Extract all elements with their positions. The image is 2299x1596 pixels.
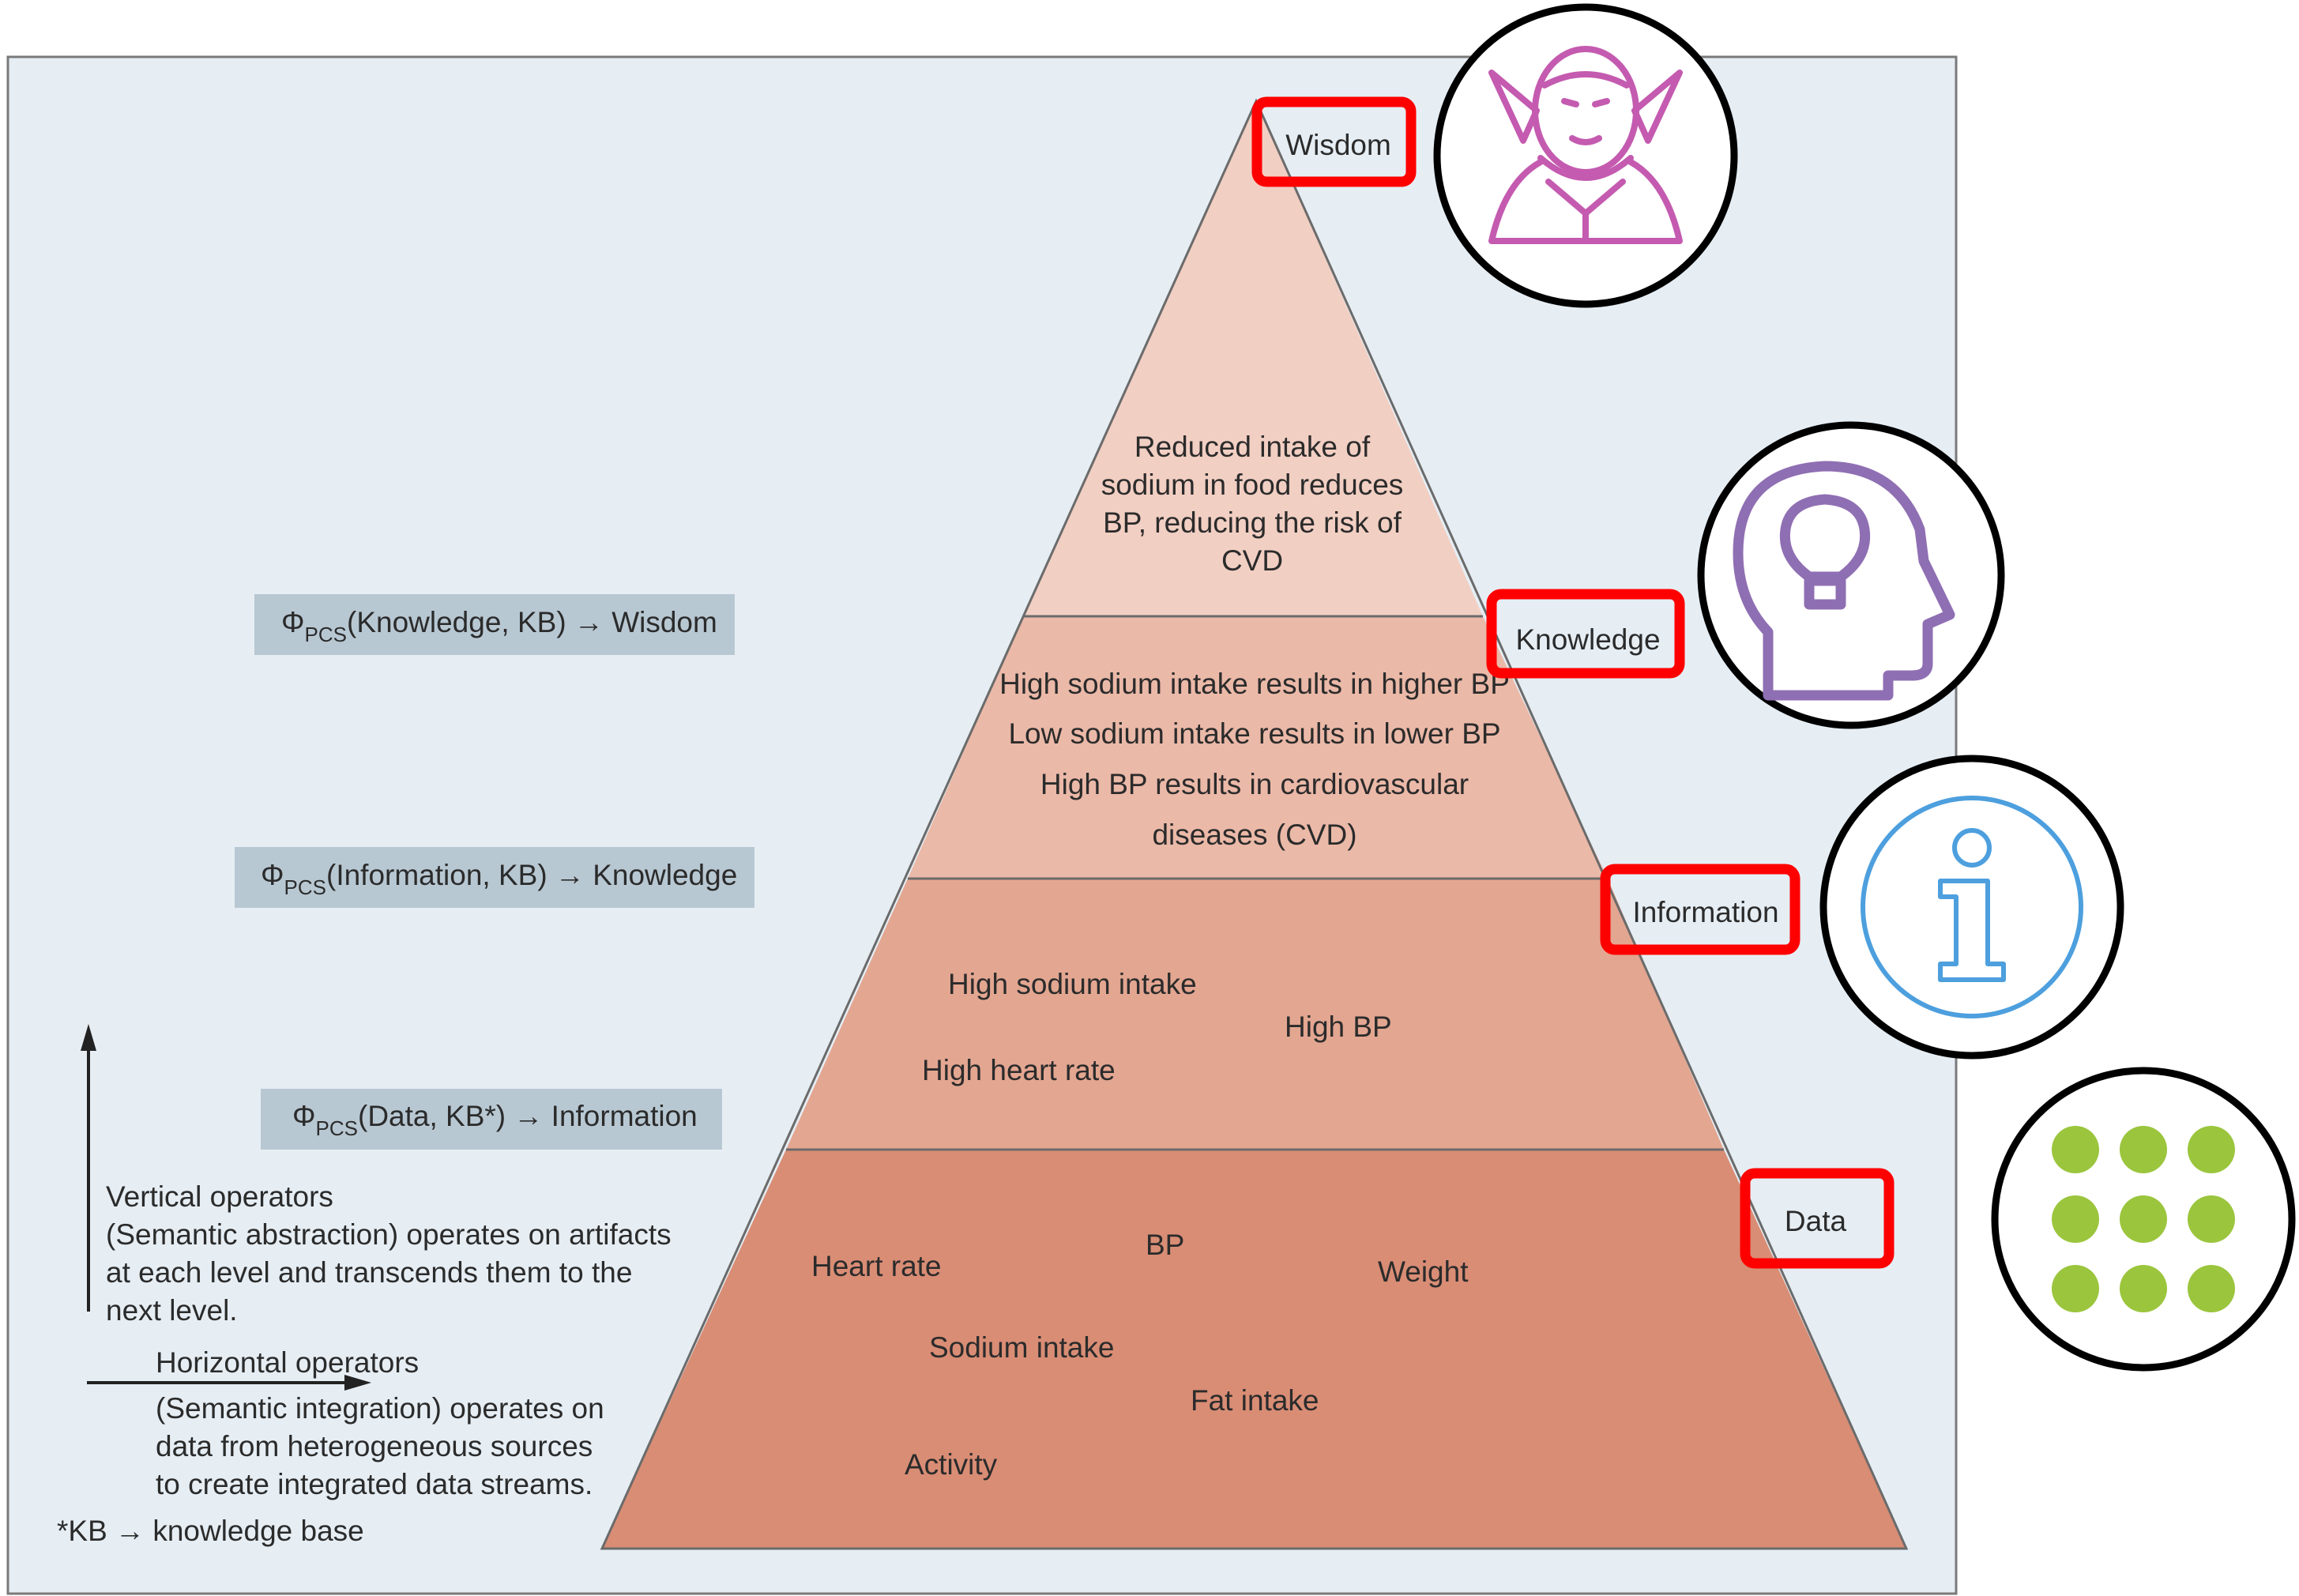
legend-vertical-line: next level. [106, 1294, 238, 1327]
pyramid-outline [600, 98, 1909, 1550]
horizontal-arrowhead [344, 1375, 371, 1391]
head-lightbulb-icon [1697, 421, 2005, 729]
tier-wisdom [1023, 101, 1483, 616]
legend-horizontal-line: data from heterogeneous sources [156, 1430, 593, 1462]
level-label-information: Information [1632, 896, 1778, 928]
wisdom-line: BP, reducing the risk of [1103, 506, 1402, 539]
data-highlight-box [1740, 1168, 1895, 1269]
wisdom-line: sodium in food reduces [1101, 469, 1404, 501]
level-label-knowledge: Knowledge [1515, 623, 1660, 656]
information-item: High heart rate [922, 1054, 1116, 1086]
knowledge-line: High sodium intake results in higher BP [999, 668, 1510, 700]
info-icon [1819, 755, 2124, 1060]
wisdom-highlight-box [1251, 96, 1417, 187]
data-item: Fat intake [1191, 1384, 1319, 1417]
operator-data-information: ΦPCS(Data, KB*) → Information [292, 1100, 698, 1140]
information-item: High sodium intake [948, 968, 1197, 1000]
tier-knowledge [908, 616, 1608, 879]
wisdom-line: CVD [1221, 544, 1283, 577]
tier-information [786, 879, 1724, 1150]
operator-information-knowledge: ΦPCS(Information, KB) → Knowledge [261, 859, 737, 899]
data-item: Heart rate [811, 1250, 942, 1282]
information-item: High BP [1285, 1011, 1392, 1043]
dot-grid-icon [1991, 1067, 2296, 1372]
level-label-wisdom: Wisdom [1285, 129, 1391, 161]
legend-horizontal-line: (Semantic integration) operates on [156, 1392, 604, 1425]
knowledge-highlight-box [1486, 589, 1685, 679]
data-item: Weight [1378, 1255, 1469, 1288]
data-item: Activity [905, 1448, 998, 1481]
vertical-arrowhead [81, 1024, 96, 1051]
legend-horizontal-line: to create integrated data streams. [156, 1468, 593, 1500]
legend-vertical-line: at each level and transcends them to the [106, 1256, 632, 1289]
data-item: Sodium intake [929, 1331, 1114, 1364]
legend-horizontal-line: Horizontal operators [156, 1346, 419, 1379]
operator-box [254, 594, 735, 655]
operator-box [235, 847, 754, 908]
level-label-data: Data [1785, 1205, 1847, 1237]
operator-knowledge-wisdom: ΦPCS(Knowledge, KB) → Wisdom [281, 606, 717, 646]
tier-data [602, 1150, 1906, 1549]
legend-vertical-line: (Semantic abstraction) operates on artif… [106, 1218, 672, 1251]
information-highlight-box [1600, 864, 1800, 955]
knowledge-line: Low sodium intake results in lower BP [1008, 717, 1500, 750]
sage-character-icon [1433, 3, 1738, 308]
wisdom-line: Reduced intake of [1134, 431, 1371, 463]
knowledge-line: High BP results in cardiovascular [1040, 768, 1469, 800]
legend-vertical-line: Vertical operators [106, 1180, 333, 1213]
knowledge-line: diseases (CVD) [1152, 819, 1356, 851]
data-item: BP [1146, 1229, 1184, 1261]
legend-footnote: *KB → knowledge base [57, 1515, 364, 1547]
operator-box [261, 1089, 722, 1150]
